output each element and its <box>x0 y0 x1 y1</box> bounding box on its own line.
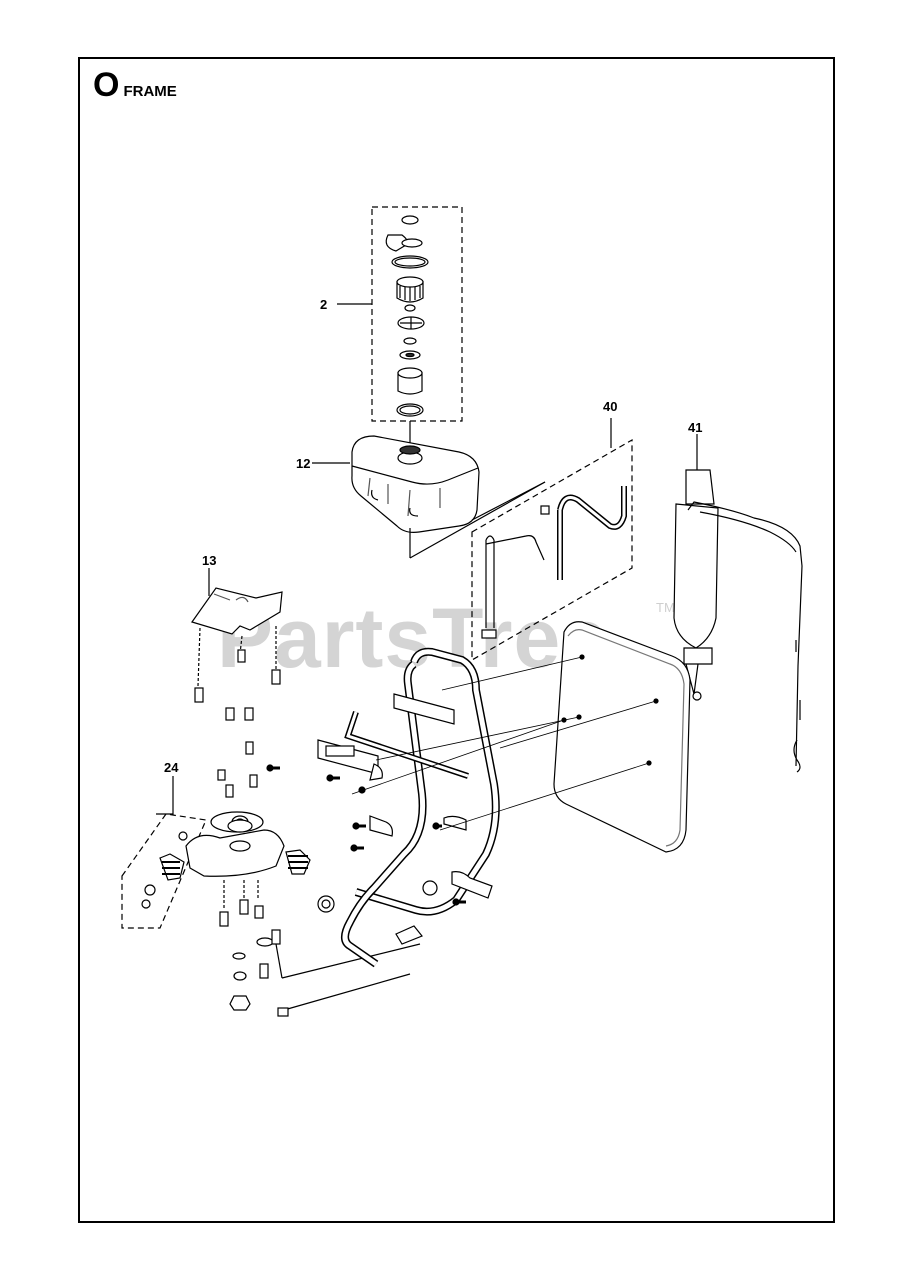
callout-40[interactable]: 40 <box>603 399 618 414</box>
hose-kit-dashed-box <box>471 438 633 662</box>
main-frame-group[interactable] <box>266 647 500 968</box>
callout-13[interactable]: 13 <box>202 553 217 568</box>
fuel-tank-group[interactable] <box>312 435 546 559</box>
cross-bar-part <box>393 693 455 725</box>
section-header: O FRAME <box>93 66 177 105</box>
callout-2[interactable]: 2 <box>320 297 328 312</box>
nut-part <box>229 995 251 1011</box>
section-letter: O <box>93 66 120 104</box>
strap-belt-part <box>687 501 803 767</box>
damper-assembly-group[interactable] <box>121 769 421 1017</box>
section-title: FRAME <box>123 83 177 100</box>
cap-assembly-group[interactable] <box>337 206 463 447</box>
damper-dashed-box <box>121 813 207 929</box>
harness-strap-group[interactable] <box>673 434 803 773</box>
grommet-part <box>317 895 335 913</box>
back-plate-part <box>553 621 691 853</box>
callout-41[interactable]: 41 <box>688 420 703 435</box>
corrugated-hose-part <box>557 486 627 530</box>
assembly-leader-lines <box>351 656 657 831</box>
strap-hook-part <box>793 640 801 773</box>
leader-line-24 <box>156 776 174 815</box>
bolt-guides <box>197 626 277 687</box>
fuel-tank-body <box>351 435 480 533</box>
strap-pad-part <box>673 503 719 649</box>
fuel-pipe-part <box>485 535 545 628</box>
bolt-part <box>194 687 204 703</box>
callout-24[interactable]: 24 <box>164 760 179 775</box>
cap-assembly-dashed-box <box>371 206 463 422</box>
engine-mount-group[interactable] <box>191 568 283 755</box>
back-plate-group[interactable] <box>553 621 691 853</box>
damper-lower-plate <box>185 829 285 877</box>
watermark-trademark: TM <box>656 600 675 615</box>
strainer-part <box>397 372 423 395</box>
diagram-frame-border <box>78 57 835 1223</box>
washer-part <box>401 215 419 225</box>
clamp-part <box>369 815 393 837</box>
mount-plate-part <box>191 587 283 635</box>
hose-kit-group[interactable] <box>471 418 633 662</box>
callout-12[interactable]: 12 <box>296 456 311 471</box>
strap-buckle-part <box>685 469 715 505</box>
